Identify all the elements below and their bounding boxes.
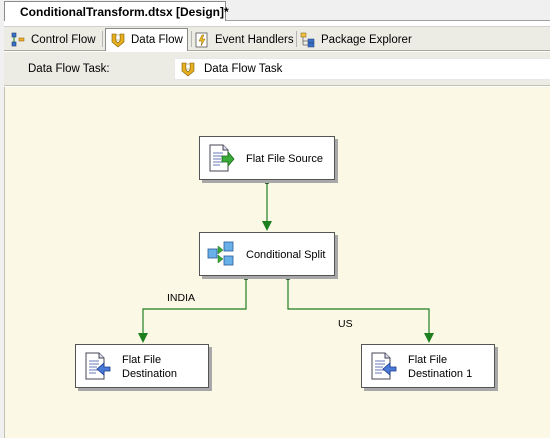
flat-file-destination-icon [83, 352, 111, 380]
task-selector-label: Data Flow Task: [28, 63, 110, 75]
task-selector-combo[interactable]: Data Flow Task [174, 58, 550, 80]
component-flat-file-source[interactable]: Flat File Source [199, 136, 335, 180]
component-label-line2: Destination 1 [408, 368, 473, 380]
tab-package-explorer[interactable]: Package Explorer [300, 29, 412, 50]
package-explorer-icon [300, 32, 316, 48]
data-flow-task-icon [180, 61, 196, 77]
flat-file-source-icon [207, 144, 235, 172]
component-label: Conditional Split [246, 249, 326, 261]
component-label: Flat File Destination 1 [408, 353, 472, 381]
document-tab[interactable]: ConditionalTransform.dtsx [Design]* [4, 1, 229, 21]
tab-data-flow[interactable]: Data Flow [105, 28, 188, 51]
tab-control-flow[interactable]: Control Flow [10, 29, 96, 50]
tab-event-handlers-label: Event Handlers [215, 33, 294, 46]
path-us[interactable] [285, 274, 434, 343]
event-handlers-icon [194, 32, 210, 48]
document-tab-strip: ConditionalTransform.dtsx [Design]* [0, 0, 550, 21]
tab-event-handlers[interactable]: Event Handlers [194, 29, 294, 50]
component-label: Flat File Source [246, 153, 324, 165]
path-label-india: INDIA [167, 292, 196, 304]
path-label-us: US [338, 318, 353, 330]
component-label-line1: Flat File [408, 354, 448, 366]
tab-separator [102, 31, 103, 47]
task-selector-bar: Data Flow Task: Data Flow Task [4, 52, 550, 86]
tab-separator [191, 31, 192, 47]
task-selector-value: Data Flow Task [204, 63, 283, 75]
conditional-split-icon [207, 240, 235, 268]
component-label-line2: Destination [122, 368, 178, 380]
component-label: Flat File Destination [122, 353, 177, 381]
component-flat-file-destination[interactable]: Flat File Destination [75, 344, 209, 388]
tab-control-flow-label: Control Flow [31, 33, 96, 46]
tab-separator [296, 31, 297, 47]
path-source-to-split[interactable] [262, 178, 272, 231]
control-flow-icon [10, 32, 26, 48]
component-conditional-split[interactable]: Conditional Split [199, 232, 335, 276]
component-label-line1: Flat File [122, 354, 162, 366]
left-margin [0, 0, 4, 438]
data-flow-icon [110, 32, 126, 48]
component-flat-file-destination-1[interactable]: Flat File Destination 1 [361, 344, 495, 388]
tab-package-explorer-label: Package Explorer [321, 33, 412, 46]
flat-file-destination-icon [369, 352, 397, 380]
designer-tab-bar: Control Flow Data Flow Event Handlers [4, 26, 550, 51]
path-india[interactable] [138, 274, 249, 343]
tab-data-flow-label: Data Flow [131, 34, 183, 46]
